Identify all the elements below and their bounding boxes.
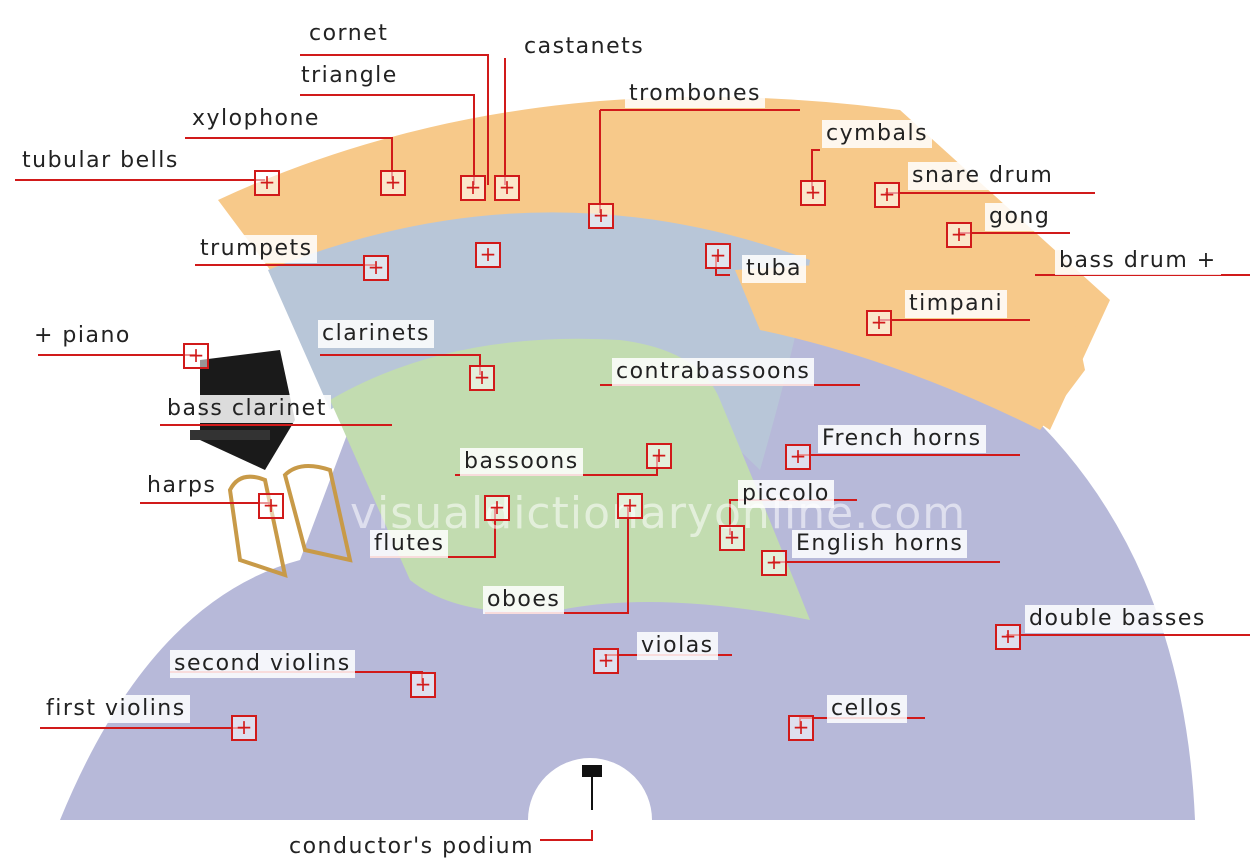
label-gong[interactable]: gong (985, 203, 1054, 231)
plus-marker-gong[interactable]: + (946, 222, 972, 248)
plus-marker-snare-drum[interactable]: + (874, 182, 900, 208)
label-english-horns[interactable]: English horns (792, 530, 967, 558)
label-first-violins[interactable]: first violins (42, 695, 190, 723)
plus-marker-triangle[interactable]: + (460, 175, 486, 201)
label-clarinets[interactable]: clarinets (318, 320, 434, 348)
label-bassoons[interactable]: bassoons (460, 448, 583, 476)
plus-marker-second-violins[interactable]: + (410, 672, 436, 698)
plus-marker-first-violins[interactable]: + (231, 715, 257, 741)
plus-marker-xylophone[interactable]: + (380, 170, 406, 196)
label-timpani[interactable]: timpani (905, 290, 1007, 318)
label-tubular-bells[interactable]: tubular bells (18, 147, 183, 175)
label-bass-drum[interactable]: bass drum + (1055, 247, 1221, 275)
label-french-horns[interactable]: French horns (818, 425, 986, 453)
plus-marker-tuba[interactable]: + (705, 243, 731, 269)
label-castanets[interactable]: castanets (520, 33, 648, 61)
plus-marker-harps[interactable]: + (258, 493, 284, 519)
plus-marker-trombones[interactable]: + (588, 203, 614, 229)
plus-marker-cymbals[interactable]: + (800, 180, 826, 206)
label-bass-clarinet[interactable]: bass clarinet (163, 395, 331, 423)
plus-marker-flutes[interactable]: + (484, 495, 510, 521)
podium-icon (582, 765, 602, 777)
label-cellos[interactable]: cellos (827, 695, 907, 723)
plus-marker-double-basses[interactable]: + (995, 624, 1021, 650)
plus-marker-castanets[interactable]: + (494, 175, 520, 201)
plus-marker-bassoons[interactable]: + (646, 443, 672, 469)
label-piano[interactable]: + piano (30, 322, 135, 350)
plus-marker-clarinets[interactable]: + (469, 365, 495, 391)
label-snare-drum[interactable]: snare drum (908, 162, 1057, 190)
plus-marker-english-horns[interactable]: + (761, 550, 787, 576)
label-triangle[interactable]: triangle (297, 62, 402, 90)
label-cymbals[interactable]: cymbals (822, 120, 932, 148)
plus-marker-violas[interactable]: + (593, 648, 619, 674)
plus-marker-piccolo[interactable]: + (719, 525, 745, 551)
label-trumpets[interactable]: trumpets (196, 235, 317, 263)
plus-marker-oboes[interactable]: + (617, 493, 643, 519)
plus-marker-tubular-bells[interactable]: + (254, 170, 280, 196)
plus-marker-cellos[interactable]: + (788, 715, 814, 741)
label-flutes[interactable]: flutes (370, 530, 448, 558)
plus-marker-piano[interactable]: + (183, 343, 209, 369)
label-harps[interactable]: harps (143, 472, 220, 500)
label-conductors-podium[interactable]: conductor's podium (285, 833, 538, 861)
label-oboes[interactable]: oboes (483, 586, 564, 614)
label-trombones[interactable]: trombones (625, 80, 765, 108)
label-double-basses[interactable]: double basses (1025, 605, 1210, 633)
label-second-violins[interactable]: second violins (170, 650, 355, 678)
plus-marker-cornet[interactable]: + (475, 242, 501, 268)
label-violas[interactable]: violas (637, 632, 718, 660)
label-contrabassoons[interactable]: contrabassoons (612, 358, 814, 386)
plus-marker-french-horns[interactable]: + (785, 444, 811, 470)
plus-marker-timpani[interactable]: + (866, 310, 892, 336)
label-piccolo[interactable]: piccolo (738, 480, 834, 508)
label-xylophone[interactable]: xylophone (188, 105, 324, 133)
plus-marker-trumpets[interactable]: + (363, 255, 389, 281)
label-tuba[interactable]: tuba (742, 255, 806, 283)
label-cornet[interactable]: cornet (305, 20, 392, 48)
